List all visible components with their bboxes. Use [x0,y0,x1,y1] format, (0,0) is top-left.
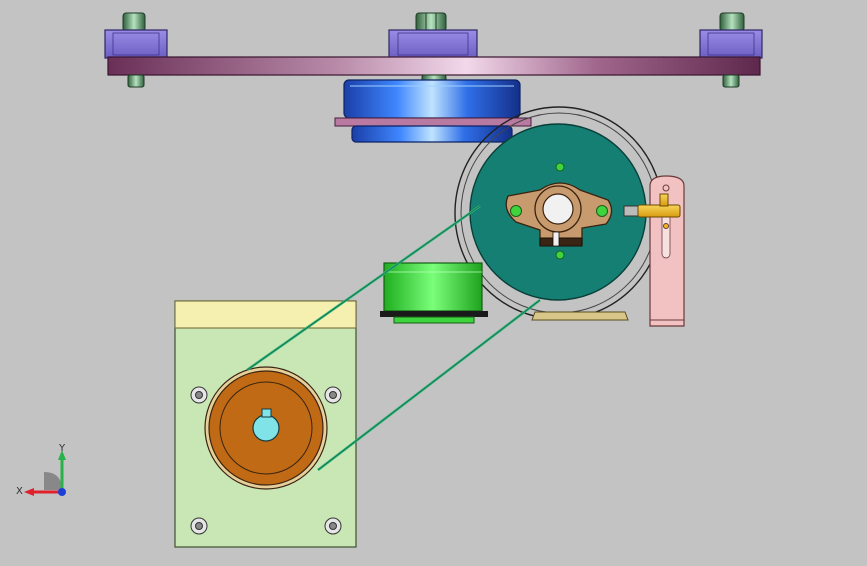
plate-bolt-top-left [190,386,208,404]
bracket-right[interactable] [699,29,763,59]
cam-clamp[interactable] [505,182,613,247]
bronze-base-plate [531,311,629,321]
stud-right [719,12,745,32]
x-axis-label: X [16,486,23,497]
yellow-pin[interactable] [623,193,681,218]
plate-bolt-top-right [324,386,342,404]
stud-center [415,12,447,32]
blue-pulley[interactable] [334,79,532,143]
nut-right [722,74,740,88]
stud-left [122,12,146,32]
z-axis-dot [58,488,66,496]
y-axis-label: Y [59,443,66,454]
bracket-left[interactable] [104,29,168,59]
y-axis-arrow [58,450,66,460]
plate-bolt-bottom-left [190,517,208,535]
nut-left [127,74,145,88]
bracket-center[interactable] [388,29,478,59]
wheel-hole-top [555,162,565,172]
green-roller[interactable] [380,262,488,324]
x-axis-arrow [24,488,34,496]
plate-bolt-bottom-right [324,517,342,535]
wheel-hole-bottom [555,250,565,260]
top-mounting-assembly[interactable] [104,12,763,88]
drive-belt [246,204,541,471]
drive-pulley[interactable] [204,366,328,490]
coordinate-triad [24,450,66,496]
mounting-bar[interactable] [107,56,761,76]
